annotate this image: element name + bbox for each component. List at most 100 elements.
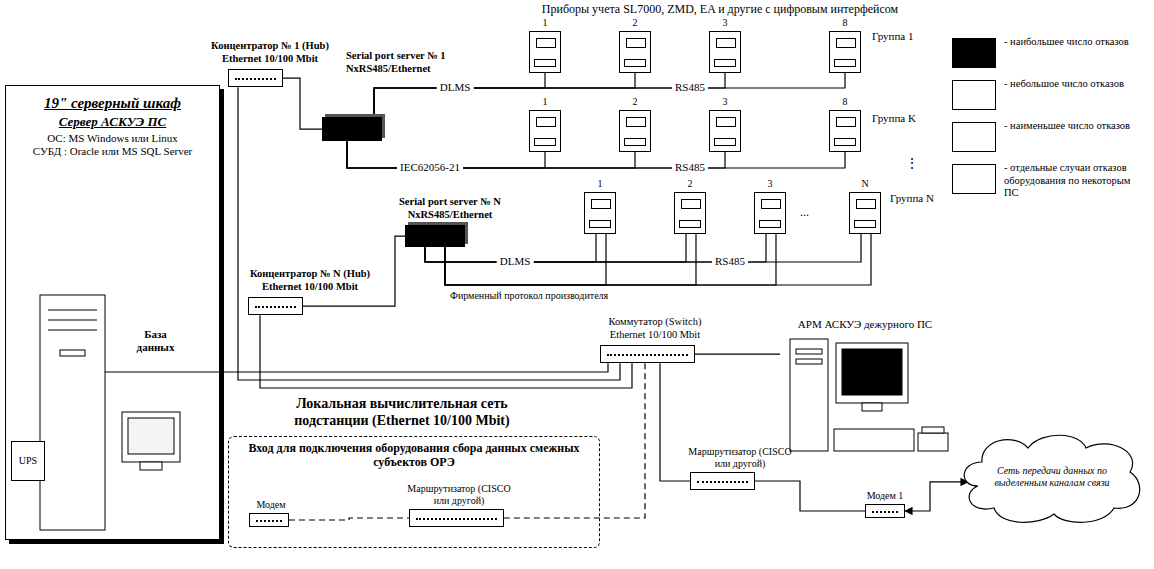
electricity-meter xyxy=(529,31,561,73)
port-row xyxy=(697,481,748,483)
device-label: Serial port server № N NxRS485/Ethernet xyxy=(375,196,525,221)
port-row xyxy=(255,306,296,308)
line-label: IEC62056-21 xyxy=(397,161,463,174)
monitor xyxy=(122,412,180,462)
node-m: 1 xyxy=(529,96,561,152)
node-head: Концентратор № N (Hub) Ethernet 10/100 M… xyxy=(240,268,380,315)
device-label: Концентратор № N (Hub) Ethernet 10/100 M… xyxy=(240,268,380,293)
device-label: Модем 1 xyxy=(855,490,915,502)
electricity-meter xyxy=(849,192,881,234)
server-cable xyxy=(105,372,220,373)
meter-display xyxy=(856,199,876,209)
connector xyxy=(695,354,780,355)
legend-text: - небольшое число отказов xyxy=(1004,78,1144,91)
connector xyxy=(374,73,545,117)
ups-box: UPS xyxy=(11,441,45,481)
node-m: 2 xyxy=(674,178,706,234)
network-hub xyxy=(248,297,303,315)
meter-terminal xyxy=(589,220,611,228)
network-hub xyxy=(228,69,283,87)
meter-number: 1 xyxy=(529,96,561,108)
cabinet-text: ОС: MS Windows или Linux xyxy=(26,132,199,145)
port-row xyxy=(256,520,282,522)
text-label: Группа K xyxy=(872,112,916,125)
meter-display xyxy=(536,38,556,48)
workstation xyxy=(780,337,950,462)
pc-stand xyxy=(862,403,882,411)
node-head: Концентратор № 1 (Hub) Ethernet 10/100 M… xyxy=(200,40,340,87)
electricity-meter xyxy=(829,110,861,152)
meter-terminal xyxy=(534,59,556,67)
electricity-meter xyxy=(529,110,561,152)
network-device xyxy=(409,509,504,527)
cabinet-heading: Сервер АСКУЭ ПС xyxy=(26,114,199,130)
legend-swatch xyxy=(952,38,996,68)
meter-display xyxy=(716,38,736,48)
cloud-label: Сеть передачи данных по выделенным канал… xyxy=(992,465,1112,489)
printer-tray xyxy=(922,427,944,433)
meter-number: 8 xyxy=(829,96,861,108)
text-label: Группа 1 xyxy=(872,30,913,43)
electricity-meter xyxy=(584,192,616,234)
node-comp: АРМ АСКУЭ дежурного ПС xyxy=(780,318,950,462)
meter-number: 1 xyxy=(584,178,616,190)
network-device xyxy=(865,504,905,518)
node-head: Модем 1 xyxy=(855,490,915,518)
node-m: 1 xyxy=(529,17,561,73)
meter-terminal xyxy=(624,138,646,146)
electricity-meter xyxy=(709,110,741,152)
node-head: Serial port server № 1 NxRS485/Ethernet xyxy=(322,50,487,141)
connector xyxy=(347,141,635,168)
meter-display xyxy=(836,38,856,48)
device-label: Serial port server № 1 NxRS485/Ethernet xyxy=(346,50,487,75)
pc-keyboard xyxy=(834,429,914,451)
connector xyxy=(283,78,322,129)
meter-number: 2 xyxy=(619,96,651,108)
legend-swatch xyxy=(952,122,996,152)
meter-terminal xyxy=(624,59,646,67)
connector xyxy=(504,363,645,518)
server-tower xyxy=(40,295,105,530)
node-m: 3 xyxy=(754,178,786,234)
network-device xyxy=(249,513,289,527)
meter-terminal xyxy=(834,59,856,67)
text-label: ⋮ xyxy=(905,156,919,173)
connector xyxy=(905,482,968,511)
connector xyxy=(660,363,690,481)
node-m: 8 xyxy=(829,96,861,152)
meter-number: 2 xyxy=(619,17,651,29)
data-network-cloud: Сеть передачи данных по выделенным канал… xyxy=(958,428,1146,526)
text-label: Группа N xyxy=(890,192,934,205)
workstation-label: АРМ АСКУЭ дежурного ПС xyxy=(780,318,950,331)
drive-bay xyxy=(60,350,85,356)
meter-number: 1 xyxy=(529,17,561,29)
meter-display xyxy=(626,38,646,48)
node-m: 1 xyxy=(584,178,616,234)
meter-number: 3 xyxy=(709,17,741,29)
external-input-area: Вход для подключения оборудования сбора … xyxy=(228,436,600,548)
node-head: Модем xyxy=(241,499,301,527)
drive-slot xyxy=(48,330,97,331)
electricity-meter xyxy=(829,31,861,73)
drive-slot xyxy=(48,320,97,321)
monitor-stand xyxy=(140,462,162,470)
legend-swatch xyxy=(952,80,996,110)
node-head: Маршрутизатор (CISCO или другой) xyxy=(680,446,800,490)
device-label: Маршрутизатор (CISCO или другой) xyxy=(680,446,800,470)
node-m: 3 xyxy=(709,96,741,152)
meter-display xyxy=(591,199,611,209)
network-device xyxy=(690,472,755,490)
connector xyxy=(425,234,861,262)
meter-display xyxy=(536,117,556,127)
device-label: Модем xyxy=(241,499,301,511)
printer xyxy=(918,433,948,451)
connector xyxy=(445,234,696,285)
meter-display xyxy=(761,199,781,209)
connector xyxy=(238,87,620,380)
meter-terminal xyxy=(714,59,736,67)
text-label: ... xyxy=(800,205,809,219)
line-label: DLMS xyxy=(497,255,534,268)
meter-display xyxy=(626,117,646,127)
pc-screen xyxy=(842,349,902,395)
meter-terminal xyxy=(714,138,736,146)
